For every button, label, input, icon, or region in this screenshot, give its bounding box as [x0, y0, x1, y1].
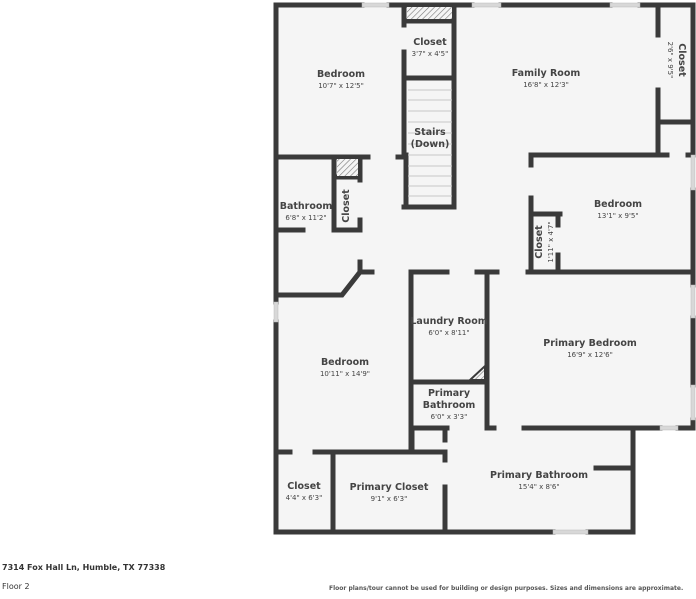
room-bedroom-3: Bedroom 10'11" x 14'9"	[320, 357, 370, 379]
floor-label: Floor 2	[2, 582, 30, 591]
room-primary-bedroom: Primary Bedroom 16'9" x 12'6"	[543, 338, 637, 360]
room-name-line1: Stairs	[414, 127, 446, 138]
room-primary-bathroom-small: Primary Bathroom 6'0" x 3'3"	[423, 388, 476, 422]
room-dimensions: 6'0" x 8'11"	[428, 329, 470, 337]
room-closet-1: Closet 3'7" x 4'5"	[412, 37, 449, 59]
room-name: Laundry Room	[410, 316, 488, 327]
room-closet-5: Closet 4'4" x 6'3"	[286, 481, 323, 503]
room-dimensions: 13'1" x 9'5"	[597, 212, 639, 220]
room-laundry-room: Laundry Room 6'0" x 8'11"	[410, 316, 487, 338]
room-bedroom-1: Bedroom 10'7" x 12'5"	[317, 69, 365, 91]
room-dimensions: 10'7" x 12'5"	[318, 82, 364, 90]
room-name: Bedroom	[320, 357, 370, 368]
room-dimensions: 6'8" x 11'2"	[285, 214, 327, 222]
room-name: Closet	[676, 43, 687, 77]
room-name: Closet	[287, 481, 321, 492]
room-dimensions: 1'11" x 4'7"	[547, 221, 555, 263]
room-name: Family Room	[511, 68, 581, 79]
room-dimensions: 3'7" x 4'5"	[411, 50, 449, 58]
room-name: Bathroom	[279, 201, 333, 212]
room-name: Closet	[341, 189, 352, 223]
walls	[273, 2, 696, 535]
room-bedroom-2: Bedroom 13'1" x 9'5"	[594, 199, 642, 221]
hatched-area	[467, 363, 486, 381]
room-family-room: Family Room 16'8" x 12'3"	[512, 68, 581, 90]
room-dimensions: 10'11" x 14'9"	[319, 370, 371, 378]
room-name-line2: Bathroom	[422, 400, 476, 411]
disclaimer: Floor plans/tour cannot be used for buil…	[329, 585, 684, 592]
room-dimensions: 9'1" x 6'3"	[370, 495, 408, 503]
room-name-line2: (Down)	[410, 139, 450, 150]
room-dimensions: 4'4" x 6'3"	[285, 494, 323, 502]
floor-plan	[273, 2, 696, 535]
room-closet-4: Closet 1'11" x 4'7"	[534, 221, 556, 262]
room-name: Primary Closet	[349, 482, 429, 493]
room-dimensions: 16'9" x 12'6"	[567, 351, 613, 359]
room-primary-closet: Primary Closet 9'1" x 6'3"	[350, 482, 429, 504]
hatched-area	[337, 159, 358, 176]
room-stairs: Stairs (Down)	[411, 127, 450, 151]
room-closet-3: Closet	[341, 189, 353, 222]
room-name: Closet	[534, 225, 545, 259]
room-closet-2: Closet 2'6" x 9'5"	[665, 42, 687, 79]
room-name: Primary Bathroom	[490, 470, 588, 481]
room-name: Primary Bedroom	[543, 338, 637, 349]
room-dimensions: 2'6" x 9'5"	[666, 41, 674, 79]
room-dimensions: 15'4" x 8'6"	[518, 483, 560, 491]
hatched-area	[407, 7, 452, 19]
room-dimensions: 6'0" x 3'3"	[430, 413, 468, 421]
room-name: Bedroom	[316, 69, 366, 80]
property-address: 7314 Fox Hall Ln, Humble, TX 77338	[2, 563, 166, 572]
windows	[273, 2, 696, 535]
room-name: Closet	[413, 37, 447, 48]
room-name: Bedroom	[593, 199, 643, 210]
room-name-line1: Primary	[427, 388, 471, 399]
floor-fill	[276, 5, 693, 532]
room-primary-bathroom: Primary Bathroom 15'4" x 8'6"	[490, 470, 588, 492]
stair-treads	[408, 89, 452, 197]
room-dimensions: 16'8" x 12'3"	[523, 81, 569, 89]
room-bathroom: Bathroom 6'8" x 11'2"	[280, 201, 333, 223]
